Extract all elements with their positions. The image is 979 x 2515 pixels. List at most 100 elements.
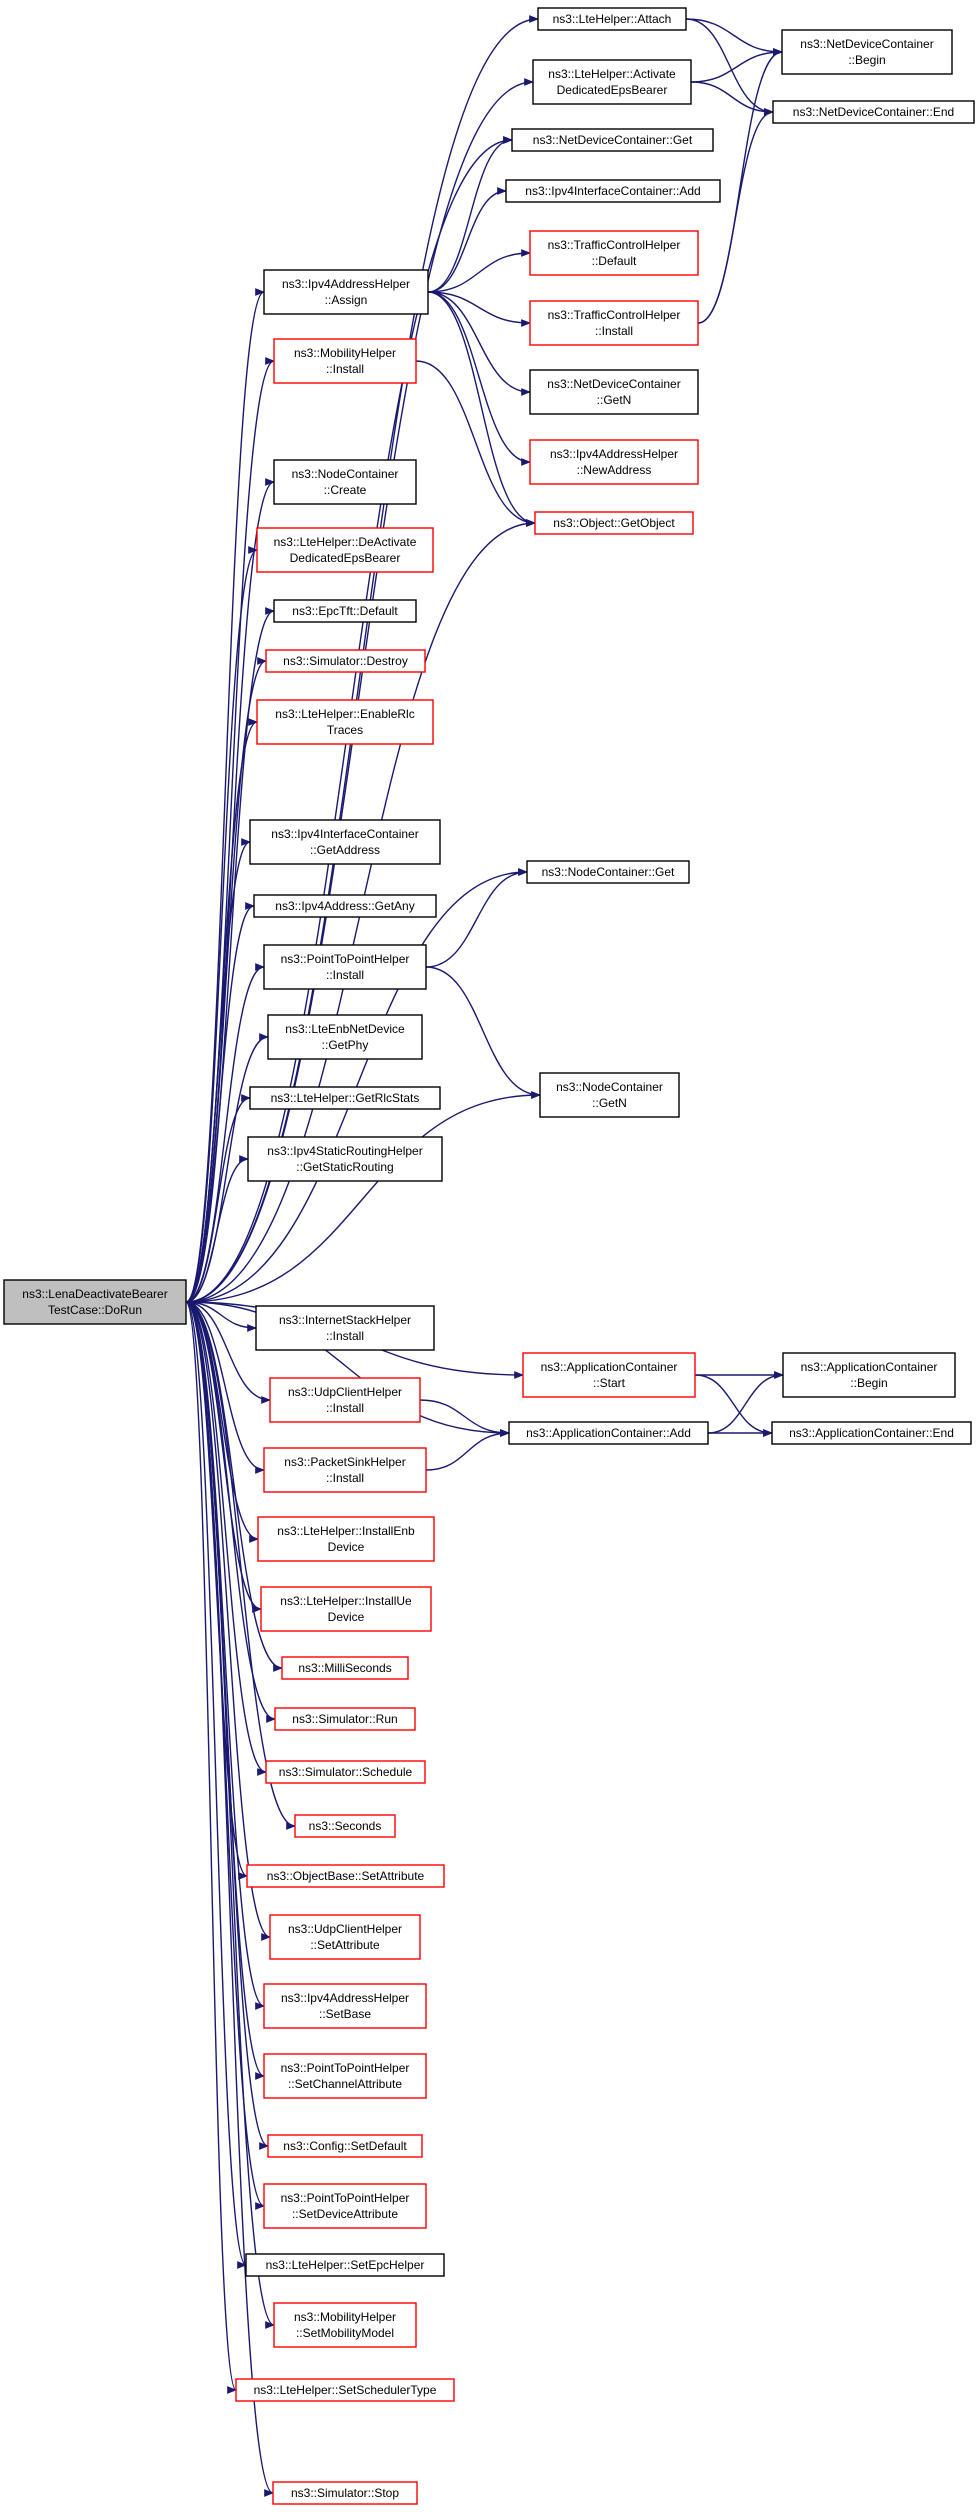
node-box-enable_rlc[interactable]	[256, 699, 434, 745]
node-box-static_routing[interactable]	[247, 1136, 443, 1182]
node-p2p_setdevice[interactable]: ns3::PointToPointHelper::SetDeviceAttrib…	[263, 2183, 427, 2229]
node-box-ipv4ic_getaddr[interactable]	[249, 819, 441, 865]
node-ipv4ic_getaddr[interactable]: ns3::Ipv4InterfaceContainer::GetAddress	[249, 819, 441, 865]
node-mobility_setmodel[interactable]: ns3::MobilityHelper::SetMobilityModel	[273, 2302, 417, 2348]
node-box-mobility_install[interactable]	[273, 338, 417, 384]
node-box-ac_end[interactable]	[771, 1421, 972, 1445]
node-ac_begin[interactable]: ns3::ApplicationContainer::Begin	[782, 1352, 956, 1398]
node-box-ish_install[interactable]	[255, 1305, 435, 1351]
node-p2p_install[interactable]: ns3::PointToPointHelper::Install	[263, 944, 427, 990]
node-get_rlcstats[interactable]: ns3::LteHelper::GetRlcStats	[249, 1086, 441, 1110]
node-box-set_epchelper[interactable]	[245, 2253, 445, 2277]
node-box-objbase_setattr[interactable]	[246, 1864, 445, 1888]
node-udpclient_setattr[interactable]: ns3::UdpClientHelper::SetAttribute	[269, 1914, 421, 1960]
node-box-ipv4ah_newaddr[interactable]	[529, 439, 699, 485]
node-box-tch_default[interactable]	[529, 230, 699, 276]
node-sim_stop[interactable]: ns3::Simulator::Stop	[272, 2481, 418, 2505]
node-ndc_getn[interactable]: ns3::NetDeviceContainer::GetN	[529, 369, 699, 415]
node-ac_start[interactable]: ns3::ApplicationContainer::Start	[522, 1352, 696, 1398]
node-box-activate[interactable]	[532, 59, 692, 105]
node-box-udpclient_install[interactable]	[269, 1377, 421, 1423]
node-ndc_end[interactable]: ns3::NetDeviceContainer::End	[772, 100, 975, 124]
node-box-sim_schedule[interactable]	[265, 1760, 426, 1784]
node-box-ac_add[interactable]	[508, 1421, 709, 1445]
node-set_epchelper[interactable]: ns3::LteHelper::SetEpcHelper	[245, 2253, 445, 2277]
node-nc_get[interactable]: ns3::NodeContainer::Get	[526, 860, 690, 884]
node-ish_install[interactable]: ns3::InternetStackHelper::Install	[255, 1305, 435, 1351]
node-box-root[interactable]	[3, 1279, 187, 1325]
node-packetsink_install[interactable]: ns3::PacketSinkHelper::Install	[263, 1447, 427, 1493]
node-nc_create[interactable]: ns3::NodeContainer::Create	[273, 459, 417, 505]
node-static_routing[interactable]: ns3::Ipv4StaticRoutingHelper::GetStaticR…	[247, 1136, 443, 1182]
node-enb_getphy[interactable]: ns3::LteEnbNetDevice::GetPhy	[267, 1014, 423, 1060]
node-box-ac_start[interactable]	[522, 1352, 696, 1398]
node-box-tch_install[interactable]	[529, 300, 699, 346]
node-box-set_scheduler[interactable]	[235, 2378, 455, 2402]
node-box-ndc_begin[interactable]	[781, 29, 953, 75]
node-box-get_rlcstats[interactable]	[249, 1086, 441, 1110]
node-box-sim_stop[interactable]	[272, 2481, 418, 2505]
node-sim_destroy[interactable]: ns3::Simulator::Destroy	[265, 649, 426, 673]
node-box-p2p_install[interactable]	[263, 944, 427, 990]
node-ndc_get[interactable]: ns3::NetDeviceContainer::Get	[511, 128, 714, 152]
node-box-sim_destroy[interactable]	[265, 649, 426, 673]
node-activate[interactable]: ns3::LteHelper::ActivateDedicatedEpsBear…	[532, 59, 692, 105]
node-box-p2p_setdevice[interactable]	[263, 2183, 427, 2229]
node-box-sim_run[interactable]	[274, 1707, 416, 1731]
node-ipv4ah_setbase[interactable]: ns3::Ipv4AddressHelper::SetBase	[263, 1983, 427, 2029]
node-ipv4ah_assign[interactable]: ns3::Ipv4AddressHelper::Assign	[263, 269, 429, 315]
node-seconds[interactable]: ns3::Seconds	[294, 1814, 396, 1838]
node-box-getobject[interactable]	[534, 511, 694, 535]
node-box-p2p_setchannel[interactable]	[263, 2053, 427, 2099]
node-box-deactivate[interactable]	[256, 527, 434, 573]
node-ac_end[interactable]: ns3::ApplicationContainer::End	[771, 1421, 972, 1445]
node-box-mobility_setmodel[interactable]	[273, 2302, 417, 2348]
node-box-install_enb[interactable]	[257, 1516, 435, 1562]
node-deactivate[interactable]: ns3::LteHelper::DeActivateDedicatedEpsBe…	[256, 527, 434, 573]
node-sim_schedule[interactable]: ns3::Simulator::Schedule	[265, 1760, 426, 1784]
node-box-ipv4addr_getany[interactable]	[253, 894, 437, 918]
node-box-ndc_end[interactable]	[772, 100, 975, 124]
node-ipv4addr_getany[interactable]: ns3::Ipv4Address::GetAny	[253, 894, 437, 918]
node-box-enb_getphy[interactable]	[267, 1014, 423, 1060]
node-getobject[interactable]: ns3::Object::GetObject	[534, 511, 694, 535]
node-box-nc_create[interactable]	[273, 459, 417, 505]
node-objbase_setattr[interactable]: ns3::ObjectBase::SetAttribute	[246, 1864, 445, 1888]
node-ipv4ah_newaddr[interactable]: ns3::Ipv4AddressHelper::NewAddress	[529, 439, 699, 485]
node-sim_run[interactable]: ns3::Simulator::Run	[274, 1707, 416, 1731]
node-nc_getn[interactable]: ns3::NodeContainer::GetN	[539, 1072, 680, 1118]
node-box-udpclient_setattr[interactable]	[269, 1914, 421, 1960]
node-box-config_setdefault[interactable]	[267, 2134, 423, 2158]
node-ndc_begin[interactable]: ns3::NetDeviceContainer::Begin	[781, 29, 953, 75]
node-attach[interactable]: ns3::LteHelper::Attach	[537, 7, 687, 31]
node-box-ipv4ah_setbase[interactable]	[263, 1983, 427, 2029]
node-ac_add[interactable]: ns3::ApplicationContainer::Add	[508, 1421, 709, 1445]
node-box-attach[interactable]	[537, 7, 687, 31]
node-box-ac_begin[interactable]	[782, 1352, 956, 1398]
node-box-ipv4ah_assign[interactable]	[263, 269, 429, 315]
node-box-ipv4ic_add[interactable]	[505, 179, 721, 203]
node-p2p_setchannel[interactable]: ns3::PointToPointHelper::SetChannelAttri…	[263, 2053, 427, 2099]
node-box-milliseconds[interactable]	[281, 1656, 409, 1680]
node-box-nc_get[interactable]	[526, 860, 690, 884]
node-box-ndc_getn[interactable]	[529, 369, 699, 415]
node-box-epctft_default[interactable]	[273, 599, 417, 623]
node-box-packetsink_install[interactable]	[263, 1447, 427, 1493]
node-box-ndc_get[interactable]	[511, 128, 714, 152]
node-mobility_install[interactable]: ns3::MobilityHelper::Install	[273, 338, 417, 384]
node-box-seconds[interactable]	[294, 1814, 396, 1838]
node-epctft_default[interactable]: ns3::EpcTft::Default	[273, 599, 417, 623]
node-ipv4ic_add[interactable]: ns3::Ipv4InterfaceContainer::Add	[505, 179, 721, 203]
node-milliseconds[interactable]: ns3::MilliSeconds	[281, 1656, 409, 1680]
node-config_setdefault[interactable]: ns3::Config::SetDefault	[267, 2134, 423, 2158]
node-udpclient_install[interactable]: ns3::UdpClientHelper::Install	[269, 1377, 421, 1423]
node-box-nc_getn[interactable]	[539, 1072, 680, 1118]
node-box-install_ue[interactable]	[260, 1586, 432, 1632]
node-set_scheduler[interactable]: ns3::LteHelper::SetSchedulerType	[235, 2378, 455, 2402]
node-tch_default[interactable]: ns3::TrafficControlHelper::Default	[529, 230, 699, 276]
node-tch_install[interactable]: ns3::TrafficControlHelper::Install	[529, 300, 699, 346]
